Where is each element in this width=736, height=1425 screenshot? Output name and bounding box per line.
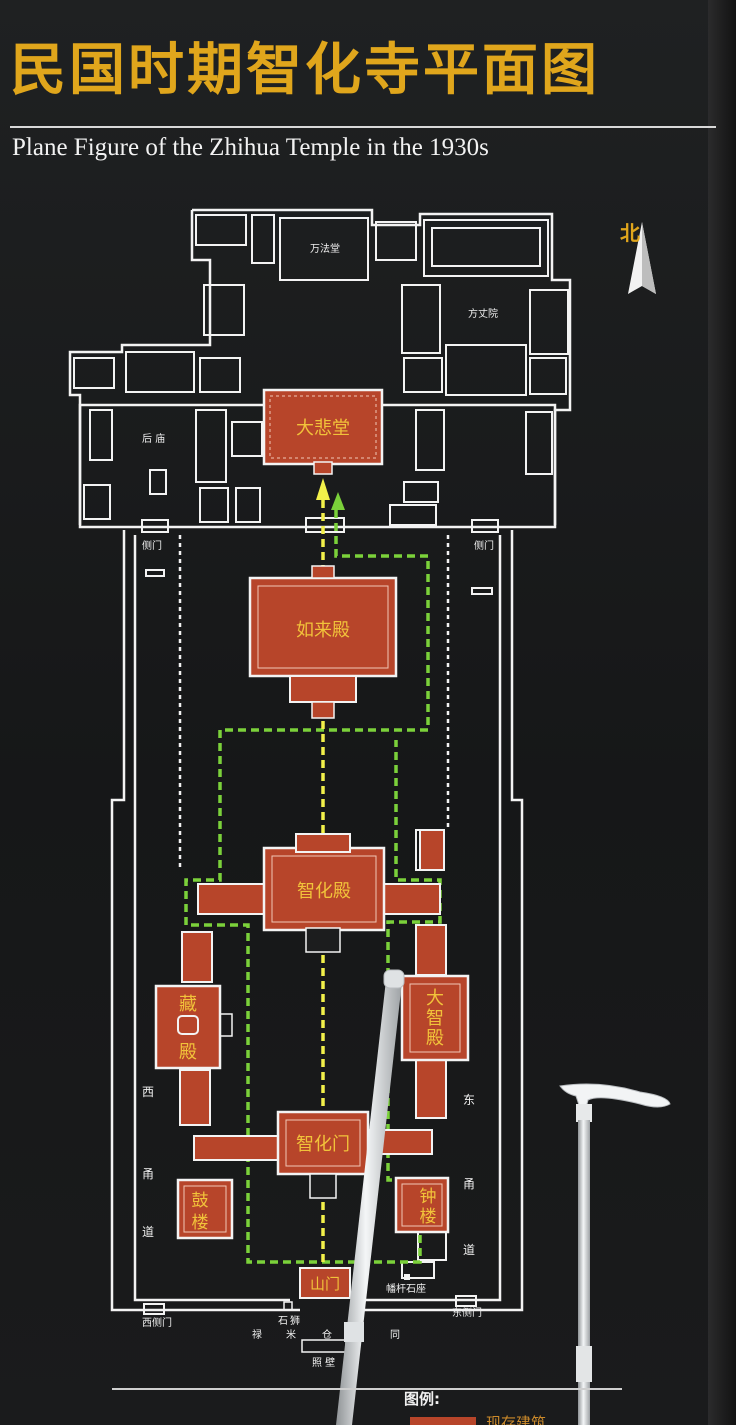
label-hutong-1: 禄 — [252, 1328, 262, 1341]
label-cemen-right: 侧门 — [474, 539, 494, 552]
title-chinese: 民国时期智化寺平面图 — [10, 37, 600, 103]
label-west-lane-2: 甬 — [142, 1167, 154, 1181]
label-cemen-left: 侧门 — [142, 539, 162, 552]
label-stone-lion-1: 石 — [278, 1316, 288, 1327]
screen-wall-shape — [301, 1339, 347, 1353]
hall-rulaidian: 如来殿 — [248, 565, 398, 719]
hall-gulou: 鼓 楼 — [176, 1178, 234, 1240]
north-label: 北 — [620, 221, 640, 245]
hall-zhihuamen: 智化门 — [193, 1110, 433, 1199]
hall-shanmen: 山门 — [299, 1267, 351, 1299]
compound-walls — [68, 208, 572, 1312]
label-east-lane-3: 道 — [463, 1243, 475, 1257]
label-hutong-3: 仓 — [322, 1328, 332, 1341]
label-west-lane-1: 西 — [142, 1085, 154, 1099]
hall-dazhidian-label-1: 大 — [426, 988, 444, 1009]
hall-zhonglou-label-1: 钟 — [420, 1187, 437, 1207]
title-divider — [10, 126, 716, 128]
hall-gulou-label-1: 鼓 — [192, 1191, 209, 1211]
label-east-side-gate: 东侧门 — [452, 1306, 482, 1319]
hall-shanmen-label: 山门 — [310, 1275, 340, 1293]
label-stone-lion-2: 狮 — [290, 1314, 300, 1327]
west-wing-halls — [179, 829, 447, 1126]
label-flagpole-base: 幡杆石座 — [386, 1282, 426, 1295]
cane — [559, 1083, 671, 1425]
title-english: Plane Figure of the Zhihua Temple in the… — [12, 134, 489, 161]
hall-dazhidian: 大 智 殿 — [400, 974, 470, 1062]
hall-dazhidian-label-3: 殿 — [426, 1028, 444, 1049]
legend-divider — [112, 1388, 622, 1390]
label-west-side-gate: 西侧门 — [142, 1316, 172, 1329]
hall-gulou-label-2: 楼 — [192, 1213, 209, 1233]
hall-zangdian-label-2: 殿 — [179, 1042, 197, 1063]
plan-small-labels: 万法堂 方丈院 后 庙 侧门 侧门 西 甬 道 东 甬 道 西侧门 东侧门 石 … — [142, 242, 498, 1369]
label-fangzhangyuan: 方丈院 — [468, 307, 498, 320]
hall-zhihuamen-label: 智化门 — [296, 1134, 350, 1155]
label-screen-wall: 照 壁 — [312, 1356, 335, 1369]
label-wanfatang: 万法堂 — [310, 242, 340, 255]
hall-zhonglou-label-2: 楼 — [420, 1207, 437, 1227]
label-hutong-2: 米 — [286, 1328, 296, 1341]
north-arrow-icon: 北 — [620, 221, 656, 294]
legend-existing-label: 现存建筑 — [486, 1414, 547, 1425]
hall-zangdian: 藏 殿 — [154, 984, 233, 1070]
label-houmiao: 后 庙 — [142, 432, 165, 445]
label-east-lane-2: 甬 — [463, 1177, 475, 1191]
stone-lion-marker — [283, 1301, 293, 1311]
hall-zhihuadian-label: 智化殿 — [297, 881, 351, 902]
hall-zhonglou: 钟 楼 — [394, 1176, 450, 1234]
north-courtyards — [73, 214, 569, 1315]
hall-dazhidian-label-2: 智 — [426, 1008, 444, 1029]
hall-zhihuadian: 智化殿 — [197, 833, 441, 953]
label-west-lane-3: 道 — [142, 1225, 154, 1239]
legend-title: 图例: — [404, 1390, 440, 1408]
hall-zangdian-label-1: 藏 — [179, 994, 197, 1015]
pointer-stick — [336, 969, 405, 1425]
board-frame — [708, 0, 736, 1425]
label-east-lane-1: 东 — [463, 1093, 475, 1107]
hall-rulaidian-label: 如来殿 — [296, 620, 350, 641]
hall-dabeitang-label: 大悲堂 — [296, 418, 350, 439]
hall-dabeitang: 大悲堂 — [262, 388, 384, 475]
label-hutong-4: 同 — [390, 1329, 400, 1341]
legend-swatch-existing — [410, 1417, 476, 1425]
flagpole-marker — [404, 1274, 410, 1280]
